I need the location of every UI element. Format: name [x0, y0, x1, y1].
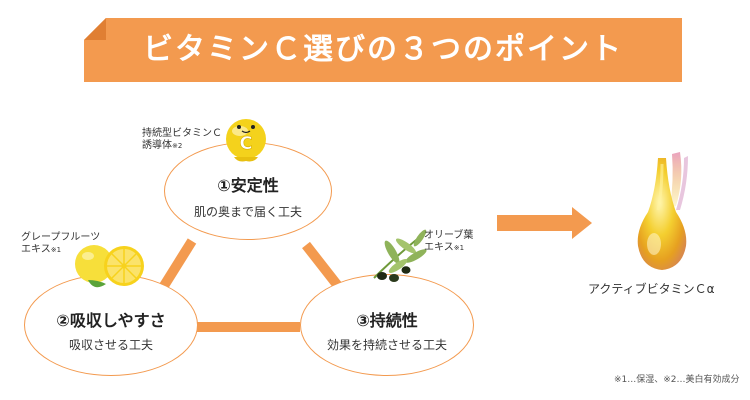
point-subtitle: 効果を持続させる工夫: [326, 338, 447, 352]
point-subtitle: 肌の奥まで届く工夫: [193, 205, 302, 219]
arrow-right-icon: [497, 215, 575, 231]
vitamin-c-mascot-icon: C: [226, 119, 266, 162]
olive-branch-icon: [373, 229, 427, 282]
point-subtitle: 吸収させる工夫: [68, 338, 153, 352]
point-circle-sustained: ③持続性 効果を持続させる工夫: [300, 274, 474, 376]
point-circle-stability: ①安定性 肌の奥まで届く工夫: [164, 142, 332, 240]
mascot-letter: C: [239, 133, 252, 154]
ingredient-label-olive: オリーブ葉 エキス※1: [424, 230, 474, 253]
ingredient-label-vitamin-c: 持続型ビタミンＣ 誘導体※2: [142, 128, 222, 151]
result-product-label: アクティブビタミンＣα: [588, 282, 715, 296]
title-banner: [84, 18, 682, 82]
point-title: ③持続性: [356, 311, 418, 330]
point-title: ①安定性: [217, 176, 279, 195]
arrow-right-icon-head: [572, 207, 592, 239]
point-title: ②吸収しやすさ: [56, 311, 166, 330]
grapefruit-icon: [75, 245, 144, 288]
footnote: ※1…保湿、※2…美白有効成分: [614, 375, 740, 385]
serum-drop-icon: [637, 152, 688, 270]
connector-line-bottom: [196, 322, 300, 332]
ingredient-label-grapefruit: グレープフルーツ エキス※1: [21, 232, 101, 255]
point-circle-absorption: ②吸収しやすさ 吸収させる工夫: [24, 274, 198, 376]
banner-title: ビタミンＣ選びの３つのポイント: [143, 32, 623, 67]
banner-fold-shadow: [84, 18, 106, 40]
